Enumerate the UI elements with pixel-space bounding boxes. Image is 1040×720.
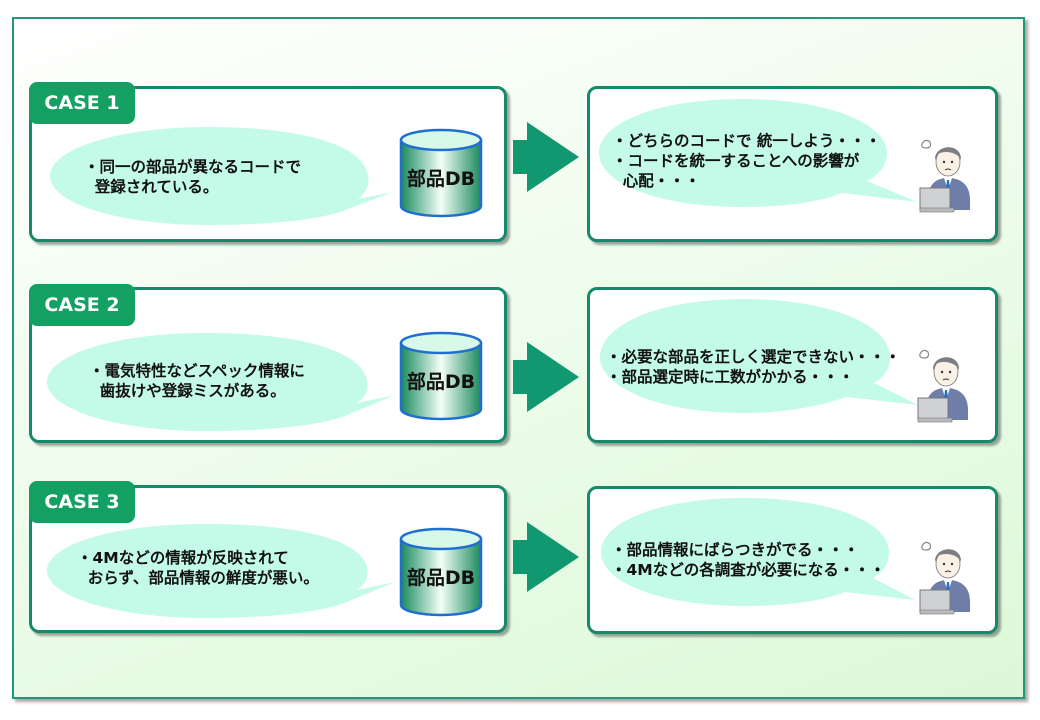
- case-2-consequence-text: ・必要な部品を正しく選定できない・・・ ・部品選定時に工数がかかる・・・: [606, 347, 901, 387]
- issue-line: ・4Mなどの情報が反映されて: [77, 549, 289, 567]
- consequence-line: ・必要な部品を正しく選定できない・・・: [606, 348, 901, 366]
- worried-businessman-laptop-icon: [919, 541, 970, 615]
- case-3-issue-text: ・4Mなどの情報が反映されて おらず、部品情報の鮮度が悪い。: [77, 548, 319, 588]
- consequence-line: ・部品情報にばらつきがでる・・・: [611, 541, 860, 559]
- database-label: 部品DB: [406, 567, 476, 589]
- issue-line: ・電気特性などスペック情報に: [89, 362, 305, 380]
- speech-bubble-shape: [601, 498, 915, 606]
- case-3-issue-bubble: ・4Mなどの情報が反映されて おらず、部品情報の鮮度が悪い。: [45, 522, 395, 618]
- speech-bubble-shape: [50, 127, 393, 225]
- consequence-line: ・部品選定時に工数がかかる・・・: [606, 368, 855, 386]
- case-3-consequence-bubble: ・部品情報にばらつきがでる・・・ ・4Mなどの各調査が必要になる・・・: [599, 496, 919, 608]
- database-label: 部品DB: [406, 168, 476, 190]
- consequence-line: 心配・・・: [612, 172, 701, 190]
- case-1-issue-text: ・同一の部品が異なるコードで 登録されている。: [84, 157, 301, 197]
- consequence-line: ・どちらのコードで 統一しよう・・・: [612, 132, 881, 150]
- consequence-line: ・4Mなどの各調査が必要になる・・・: [611, 561, 886, 579]
- worried-businessman-laptop-icon: [917, 349, 968, 423]
- case-1-issue-bubble: ・同一の部品が異なるコードで 登録されている。: [48, 125, 393, 225]
- case-2-tag: CASE 2: [29, 284, 135, 326]
- database-cylinder-icon: 部品DB: [398, 128, 484, 218]
- consequence-line: ・コードを統一することへの影響が: [612, 152, 860, 170]
- case-1-tag: CASE 1: [29, 82, 135, 124]
- database-cylinder-icon: 部品DB: [398, 527, 484, 617]
- cylinder-shape: [399, 527, 483, 617]
- case-2-issue-text: ・電気特性などスペック情報に 歯抜けや登録ミスがある。: [89, 361, 305, 401]
- issue-line: 登録されている。: [84, 178, 219, 196]
- speech-bubble-shape: [47, 524, 395, 618]
- cylinder-shape: [399, 128, 483, 218]
- case-3-consequence-text: ・部品情報にばらつきがでる・・・ ・4Mなどの各調査が必要になる・・・: [611, 540, 885, 580]
- issue-line: ・同一の部品が異なるコードで: [84, 158, 302, 176]
- case-1-consequence-text: ・どちらのコードで 統一しよう・・・ ・コードを統一することへの影響が 心配・・…: [612, 131, 881, 191]
- worried-businessman-laptop-icon: [919, 139, 970, 213]
- issue-line: 歯抜けや登録ミスがある。: [89, 382, 286, 400]
- database-label: 部品DB: [406, 371, 476, 393]
- speech-bubble-shape: [47, 333, 395, 431]
- right-arrow-icon: [513, 522, 579, 592]
- case-3-tag: CASE 3: [29, 481, 135, 523]
- issue-line: おらず、部品情報の鮮度が悪い。: [77, 569, 319, 587]
- right-arrow-icon: [513, 342, 579, 412]
- right-arrow-icon: [513, 122, 579, 192]
- case-2-issue-bubble: ・電気特性などスペック情報に 歯抜けや登録ミスがある。: [45, 331, 395, 431]
- case-1-consequence-bubble: ・どちらのコードで 統一しよう・・・ ・コードを統一することへの影響が 心配・・…: [597, 97, 917, 209]
- cylinder-shape: [399, 331, 483, 421]
- database-cylinder-icon: 部品DB: [398, 331, 484, 421]
- speech-bubble-shape: [599, 99, 917, 207]
- case-2-consequence-bubble: ・必要な部品を正しく選定できない・・・ ・部品選定時に工数がかかる・・・: [598, 297, 918, 415]
- speech-bubble-shape: [600, 299, 918, 413]
